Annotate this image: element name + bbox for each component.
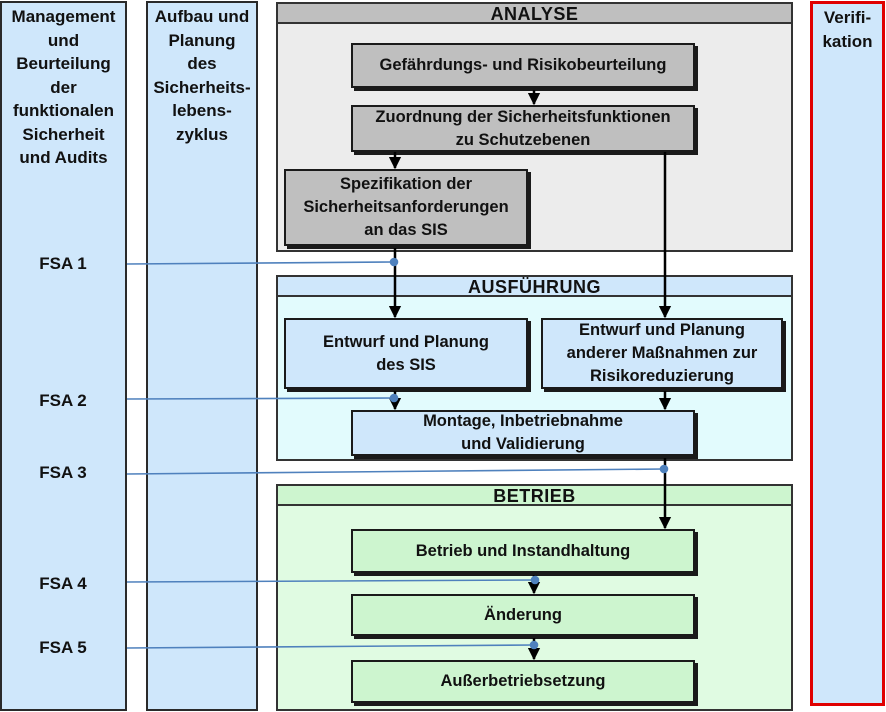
fsa-1-label: FSA 1 <box>39 254 87 273</box>
lifecycle-column-label: Aufbau und Planung des Sicherheits- lebe… <box>153 7 251 144</box>
fsa-4-dot <box>530 575 540 585</box>
analyse-panel-title: ANALYSE <box>278 4 791 24</box>
fsa-2-line <box>126 397 395 400</box>
management-column: Management und Beurteilung der funktiona… <box>0 1 127 711</box>
modification-box: Änderung <box>351 594 695 636</box>
fsa-5-dot <box>529 640 539 650</box>
other-measures-design-box: Entwurf und Planung anderer Maßnahmen zu… <box>541 318 783 389</box>
fsa-4-line <box>126 579 536 583</box>
operation-maintenance-box: Betrieb und Instandhaltung <box>351 529 695 573</box>
fsa-3-line <box>126 468 665 475</box>
risk-assessment-box: Gefährdungs- und Risikobeurteilung <box>351 43 695 88</box>
fsa-4-label: FSA 4 <box>39 574 87 593</box>
safety-function-allocation-box: Zuordnung der Sicherheitsfunktionen zu S… <box>351 105 695 152</box>
verification-column-label: Verifi- kation <box>822 8 873 51</box>
sis-specification-box: Spezifikation der Sicherheitsanforderung… <box>284 169 528 246</box>
lifecycle-column: Aufbau und Planung des Sicherheits- lebe… <box>146 1 258 711</box>
fsa-1-line <box>126 261 395 265</box>
fsa-2-dot <box>389 393 399 403</box>
fsa-2-label: FSA 2 <box>39 391 87 410</box>
management-column-label: Management und Beurteilung der funktiona… <box>11 7 116 167</box>
sis-design-box: Entwurf und Planung des SIS <box>284 318 528 389</box>
fsa-1-dot <box>389 257 399 267</box>
fsa-3-dot <box>659 464 669 474</box>
fsa-5-label: FSA 5 <box>39 638 87 657</box>
verification-column: Verifi- kation <box>810 1 885 706</box>
installation-validation-box: Montage, Inbetriebnahme und Validierung <box>351 410 695 456</box>
betrieb-panel-title: BETRIEB <box>278 486 791 506</box>
fsa-3-label: FSA 3 <box>39 463 87 482</box>
fsa-5-line <box>126 644 535 649</box>
ausfuehrung-panel-title: AUSFÜHRUNG <box>278 277 791 297</box>
decommissioning-box: Außerbetriebsetzung <box>351 660 695 703</box>
